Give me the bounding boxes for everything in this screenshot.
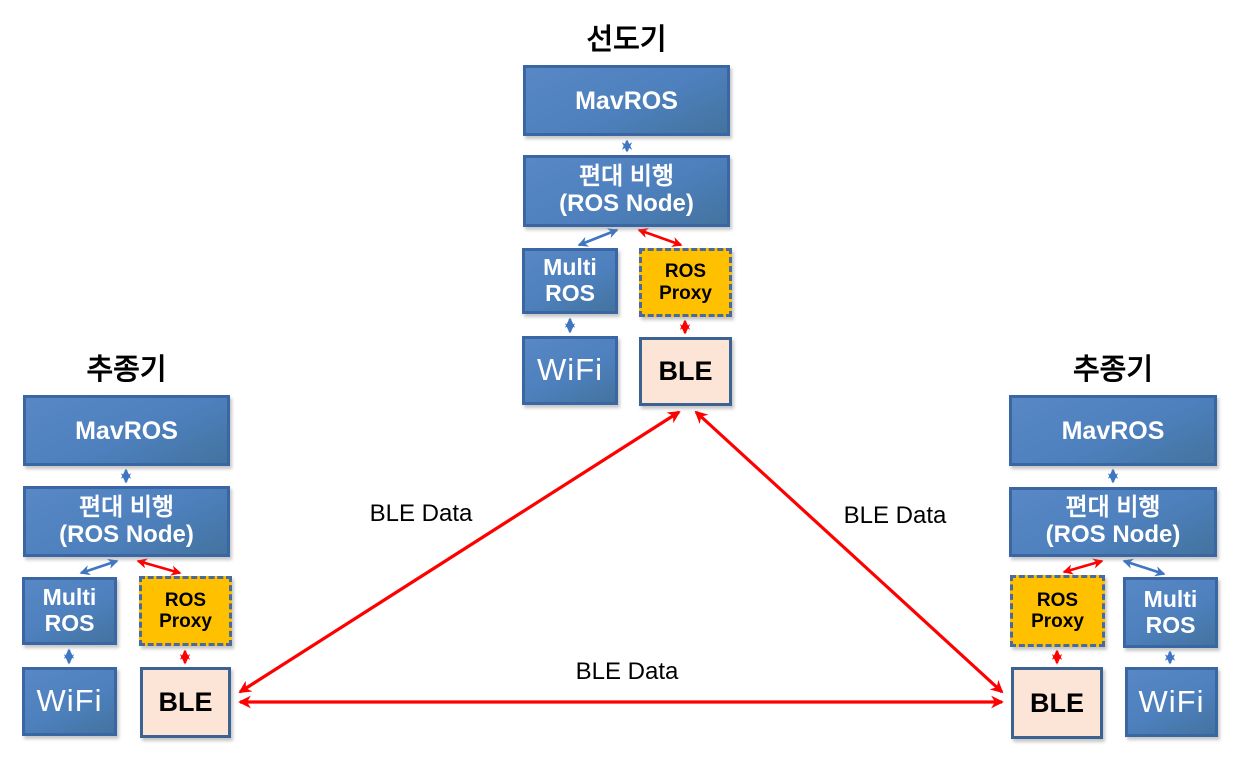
right-follower-ble-label: BLE [1030,687,1084,718]
leader-multiros-label-line2: ROS [545,280,595,306]
leader-ros-proxy-box: ROS Proxy [639,248,732,317]
ble-data-label-right: BLE Data [843,502,947,529]
left-follower-title: 추종기 [86,354,167,386]
right-follower-ble-box: BLE [1011,667,1103,739]
leader-formation-label-line2: (ROS Node) [559,190,694,217]
left-follower-wifi-box: WiFi [22,667,117,736]
right-follower-formation-box: 편대 비행 (ROS Node) [1009,487,1217,557]
leader-multiros-label-line1: Multi [543,254,597,281]
left-follower-multiros-box: Multi ROS [22,577,117,645]
left-follower-ros-proxy-label-line1: ROS [164,589,207,611]
left-follower-ble-label: BLE [158,687,213,718]
ble-link-leader-to-right-follower [694,410,1004,694]
right-follower-title: 추종기 [1072,354,1154,386]
leader-ros-proxy-label-line1: ROS [664,261,707,283]
left-follower-multiros-label-line1: Multi [42,584,97,611]
ble-link-leader-to-left-follower [238,410,681,694]
left-follower-formation-multiros-arrow [79,558,119,576]
leader-formation-proxy-arrow [637,228,683,247]
leader-formation-label-line1: 편대 비행 [579,163,674,191]
left-follower-multiros-label-line2: ROS [44,610,95,636]
leader-wifi-label: WiFi [537,352,603,388]
leader-title: 선도기 [586,24,667,56]
right-follower-formation-proxy-arrow [1062,558,1104,575]
left-follower-formation-box: 편대 비행 (ROS Node) [23,486,230,557]
right-follower-ros-proxy-label-line1: ROS [1036,589,1079,611]
right-follower-multiros-box: Multi ROS [1123,577,1218,648]
left-follower-ros-proxy-label-line2: Proxy [159,611,212,632]
right-follower-mavros-label: MavROS [1061,416,1165,445]
right-follower-formation-label-line1: 편대 비행 [1065,494,1161,522]
leader-multiros-box: Multi ROS [522,248,618,314]
ble-data-label-bottom: BLE Data [575,658,679,685]
left-follower-wifi-label: WiFi [36,683,103,719]
leader-ble-box: BLE [639,337,732,406]
right-follower-multiros-label-line1: Multi [1143,585,1198,612]
right-follower-wifi-box: WiFi [1125,667,1218,737]
leader-mavros-box: MavROS [523,65,730,136]
right-follower-mavros-box: MavROS [1009,395,1217,466]
left-follower-ros-proxy-box: ROS Proxy [139,576,232,646]
leader-mavros-label: MavROS [575,86,678,115]
ble-data-label-left: BLE Data [369,500,473,527]
left-follower-formation-proxy-arrow [136,558,182,576]
right-follower-ros-proxy-label-line2: Proxy [1031,611,1084,632]
leader-ros-proxy-label-line2: Proxy [659,282,712,304]
leader-formation-box: 편대 비행 (ROS Node) [523,155,730,227]
left-follower-mavros-label: MavROS [75,416,178,445]
left-follower-formation-label-line2: (ROS Node) [59,520,194,548]
left-follower-mavros-box: MavROS [23,395,230,466]
right-follower-formation-multiros-arrow [1122,558,1166,577]
leader-wifi-box: WiFi [522,336,618,405]
right-follower-formation-label-line2: (ROS Node) [1045,521,1181,548]
left-follower-ble-box: BLE [140,667,231,738]
right-follower-multiros-label-line2: ROS [1145,611,1196,638]
right-follower-ros-proxy-box: ROS Proxy [1010,575,1105,647]
leader-ble-label: BLE [658,356,713,387]
left-follower-formation-label-line1: 편대 비행 [79,493,174,521]
right-follower-wifi-label: WiFi [1138,683,1205,719]
leader-formation-multiros-arrow [577,228,619,247]
